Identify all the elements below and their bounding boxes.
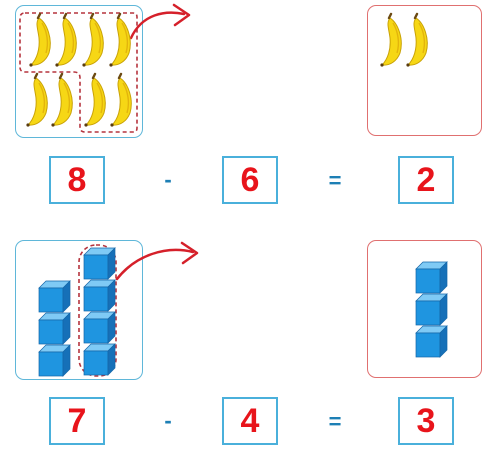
- banana-equals-sign: =: [328, 168, 342, 193]
- banana-icon: [110, 72, 132, 127]
- cube-icon: [415, 325, 448, 358]
- banana-icon: [406, 12, 428, 67]
- cube-icon: [83, 279, 116, 312]
- banana-subtrahend-box: 6: [222, 156, 278, 204]
- cube-group-frame: [15, 240, 143, 380]
- cube-result-box: 3: [398, 397, 454, 445]
- banana-icon: [380, 12, 402, 67]
- cube-icon: [38, 312, 71, 345]
- banana-minuend-box: 8: [49, 156, 105, 204]
- cube-minuend-box: 7: [49, 397, 105, 445]
- banana-result-box: 2: [398, 156, 454, 204]
- banana-icon: [29, 12, 51, 67]
- cube-result-frame: [367, 240, 482, 378]
- cube-icon: [83, 311, 116, 344]
- banana-icon: [51, 72, 73, 127]
- banana-icon: [109, 12, 131, 67]
- banana-result-frame: [367, 5, 482, 136]
- cube-icon: [83, 343, 116, 376]
- banana-icon: [82, 12, 104, 67]
- cube-icon: [415, 293, 448, 326]
- cube-subtrahend-box: 4: [222, 397, 278, 445]
- cube-icon: [83, 247, 116, 280]
- cube-minus-sign: -: [164, 408, 172, 433]
- banana-icon: [55, 12, 77, 67]
- cube-icon: [38, 280, 71, 313]
- cube-icon: [415, 261, 448, 294]
- banana-icon: [84, 72, 106, 127]
- banana-group-frame: [15, 5, 143, 138]
- cube-icon: [38, 344, 71, 377]
- banana-minus-sign: -: [164, 167, 172, 192]
- cube-equals-sign: =: [328, 409, 342, 434]
- banana-icon: [26, 72, 48, 127]
